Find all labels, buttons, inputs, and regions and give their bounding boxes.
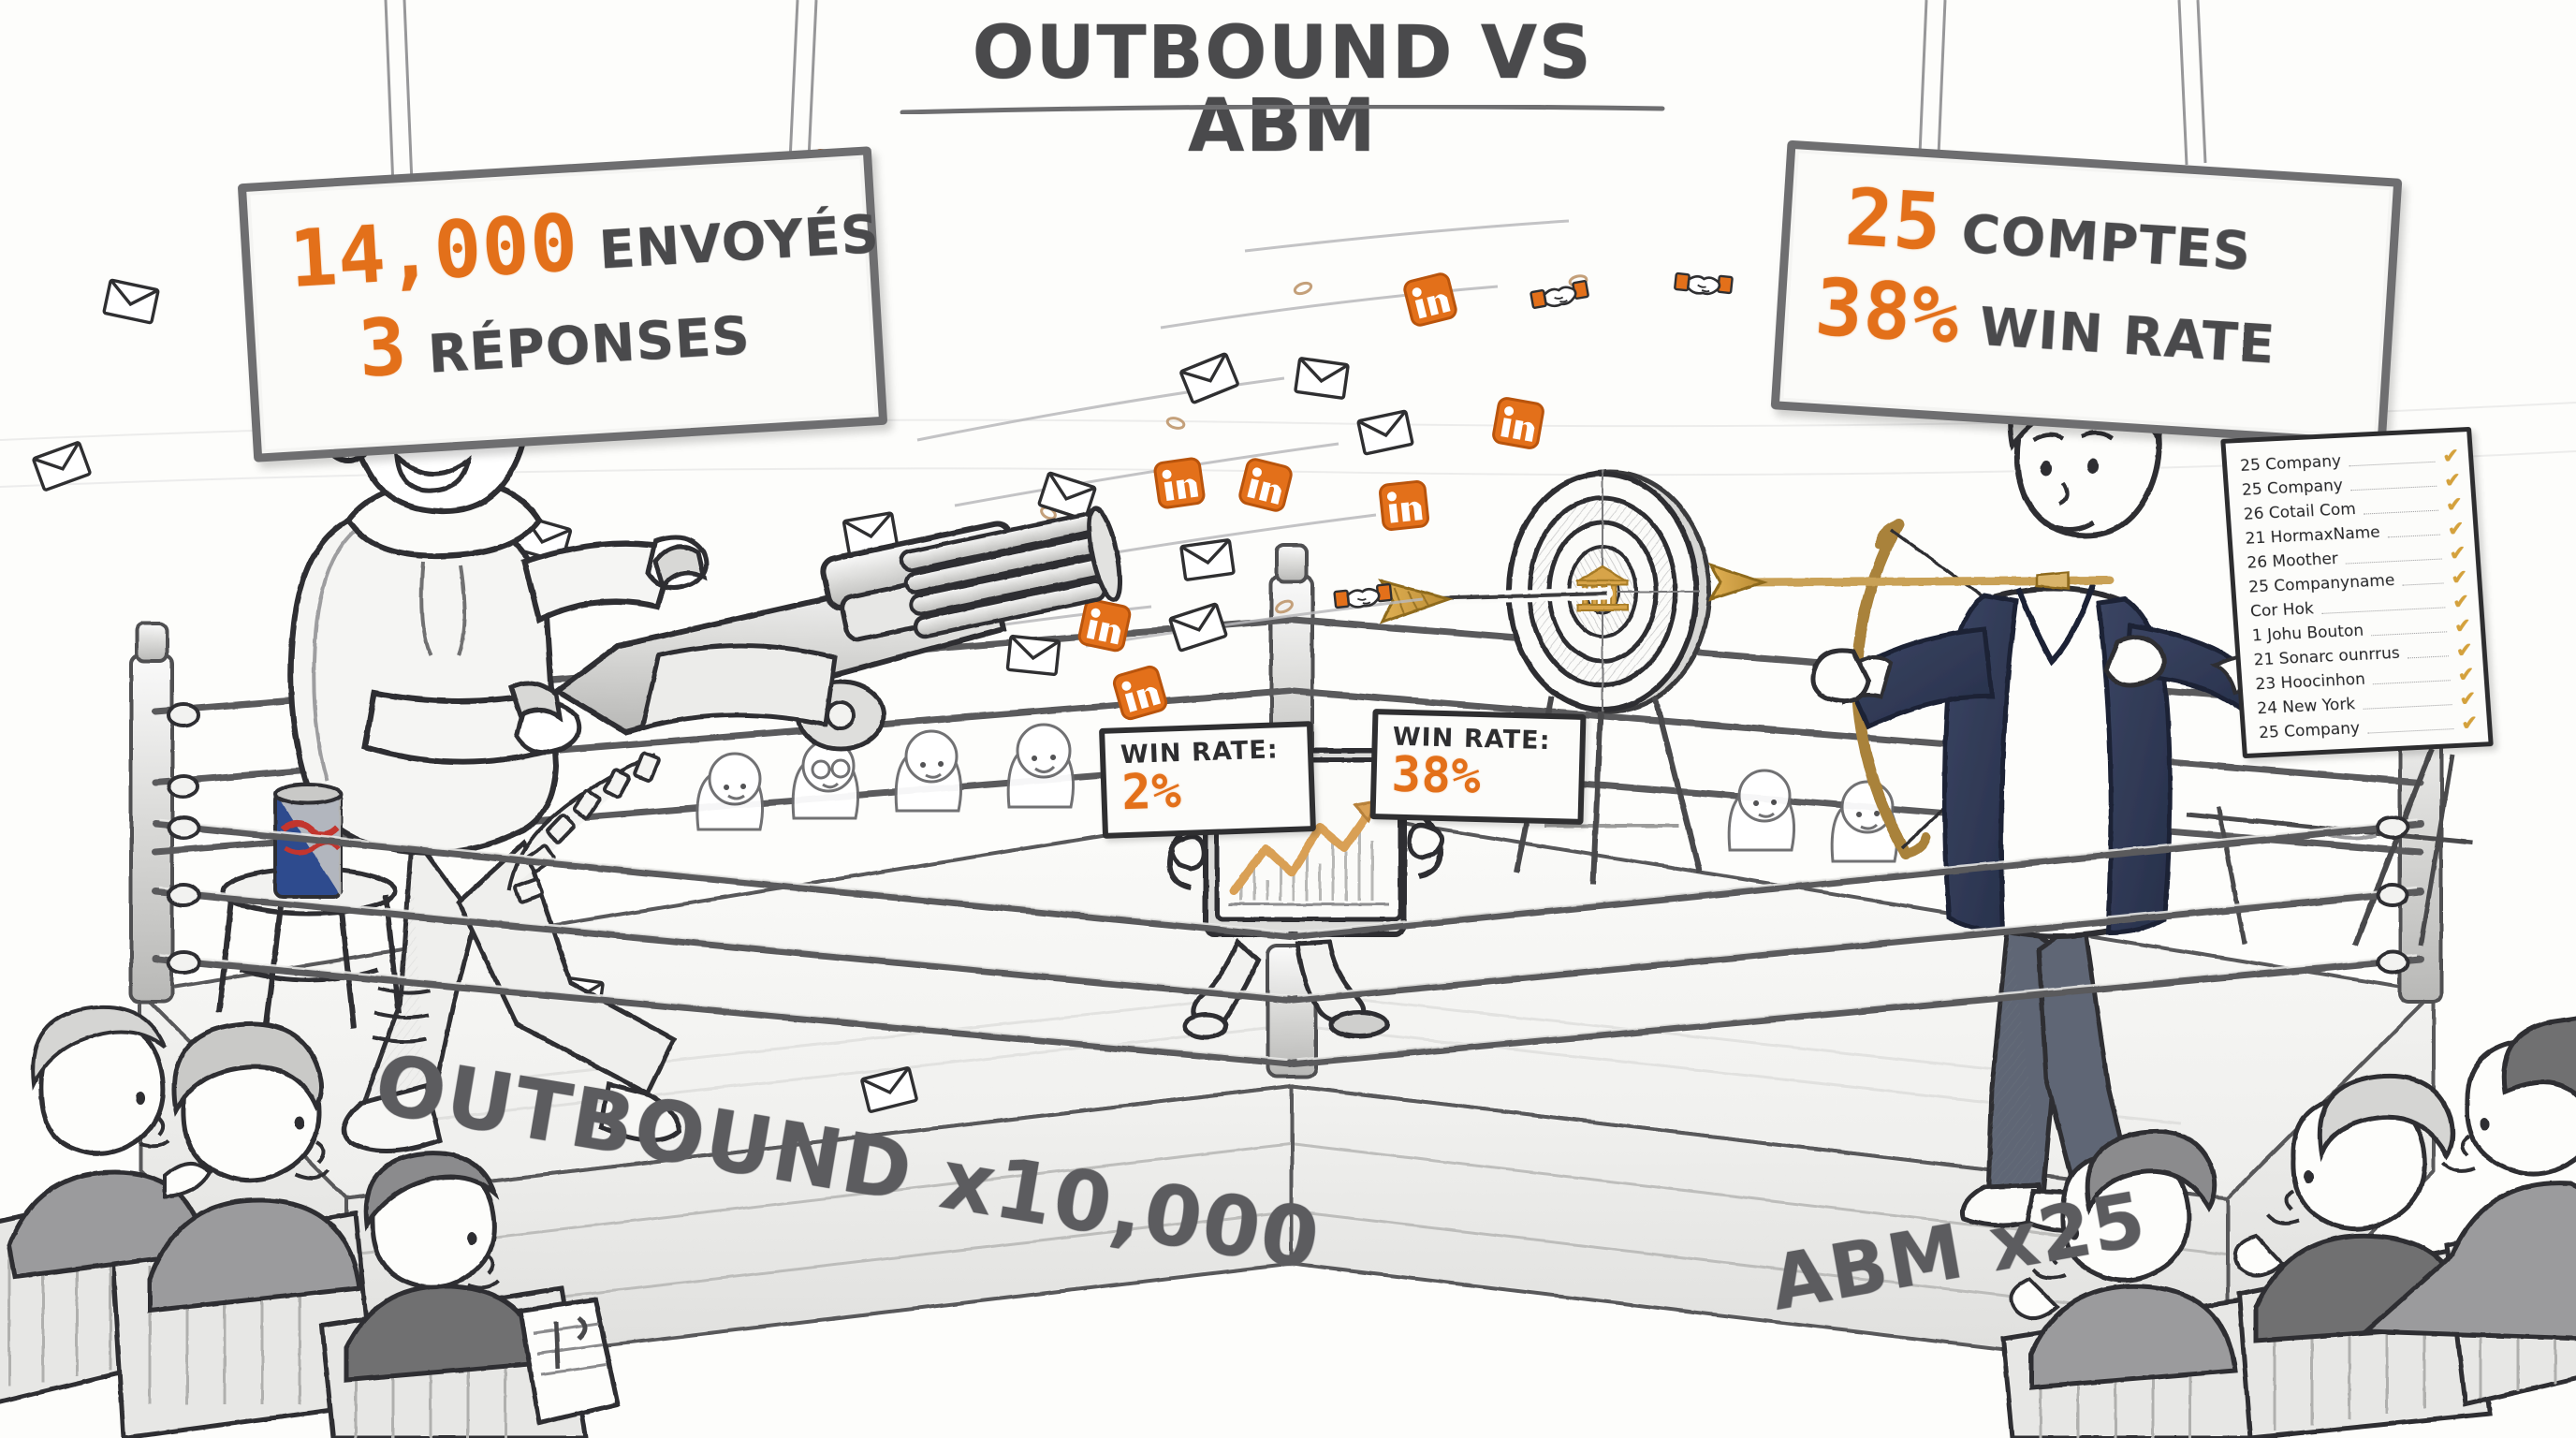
sent-count: 14,000: [286, 196, 581, 306]
check-icon: ✔: [2456, 663, 2476, 686]
checklist-row-label: 25 Company: [2241, 476, 2344, 500]
checklist-row-leader: [2372, 669, 2452, 685]
checklist-row-label: 25 Company: [2258, 719, 2361, 743]
placard-value: 2%: [1120, 763, 1183, 822]
checklist-row-leader: [2349, 475, 2437, 492]
arrow-in-target: [1378, 579, 1613, 625]
checklist-row-leader: [2362, 694, 2453, 710]
checklist-row-leader: [2320, 596, 2446, 614]
checklist-row-label: 25 Company: [2239, 451, 2342, 476]
checklist-row-label: 21 HormaxName: [2245, 522, 2381, 549]
checklist-row-label: Cor Hok: [2249, 599, 2315, 622]
check-icon: ✔: [2450, 565, 2468, 589]
ring-ropes-near: [152, 703, 2424, 1067]
check-icon: ✔: [2458, 687, 2477, 711]
check-icon: ✔: [2447, 517, 2466, 540]
checklist-row-leader: [2370, 621, 2448, 637]
win-rate-placard-abm: WIN RATE: 38%: [1369, 709, 1587, 825]
accounts-count: 25: [1842, 170, 1945, 270]
ring-post: [129, 622, 174, 1004]
win-rate-placard-outbound: WIN RATE: 2%: [1099, 721, 1316, 839]
check-icon: ✔: [2460, 712, 2479, 735]
checklist-row-leader: [2407, 645, 2450, 659]
foreground-audience-right: [2000, 1016, 2576, 1438]
reply-label: RÉPONSES: [426, 305, 753, 386]
title-underline: [900, 105, 1665, 114]
outbound-scoreboard: 14,000 ENVOYÉS 3 RÉPONSES: [237, 146, 888, 462]
accounts-label: COMPTES: [1959, 203, 2254, 283]
billboard-cables: [384, 0, 2207, 188]
win-rate-label: WIN RATE: [1977, 296, 2277, 376]
check-icon: ✔: [2452, 590, 2470, 613]
sent-label: ENVOYÉS: [597, 203, 882, 282]
checklist-row-leader: [2345, 548, 2443, 565]
abm-account-checklist: 25 Company ✔ 25 Company ✔ 26 Cotail Com ✔ 21 H…: [2220, 426, 2494, 759]
placard-value: 38%: [1390, 746, 1482, 806]
ringside-crowd: [695, 723, 1899, 863]
checklist-row-leader: [2363, 499, 2439, 515]
placard-label: WIN RATE:: [1120, 735, 1280, 770]
check-icon: ✔: [2443, 468, 2462, 492]
page-title-text: OUTBOUND VS ABM: [972, 11, 1593, 169]
checklist-row-label: 26 Moother: [2246, 549, 2339, 573]
win-rate-value: 38%: [1812, 260, 1963, 362]
checklist-row-leader: [2366, 718, 2454, 734]
checklist-row-label: 1 Johu Bouton: [2251, 621, 2364, 646]
check-icon: ✔: [2448, 541, 2467, 565]
checklist-row-leader: [2387, 523, 2441, 538]
page-title: OUTBOUND VS ABM: [880, 17, 1685, 163]
email-minigun: [507, 506, 1123, 904]
abm-scoreboard: 25 COMPTES 38% WIN RATE: [1770, 139, 2403, 448]
check-icon: ✔: [2441, 445, 2460, 467]
check-icon: ✔: [2445, 492, 2464, 516]
check-icon: ✔: [2453, 614, 2472, 638]
foreground-audience-left: [0, 1005, 621, 1438]
checklist-row-leader: [2348, 450, 2436, 467]
check-icon: ✔: [2455, 638, 2474, 662]
reply-count: 3: [356, 301, 410, 395]
checklist-row-label: 24 New York: [2256, 695, 2356, 719]
checklist-row-label: 26 Cotail Com: [2243, 499, 2357, 524]
checklist-row-label: 23 Hoocinhon: [2254, 669, 2366, 695]
checklist-row-leader: [2401, 572, 2444, 586]
bullseye-target: [1378, 469, 1712, 885]
